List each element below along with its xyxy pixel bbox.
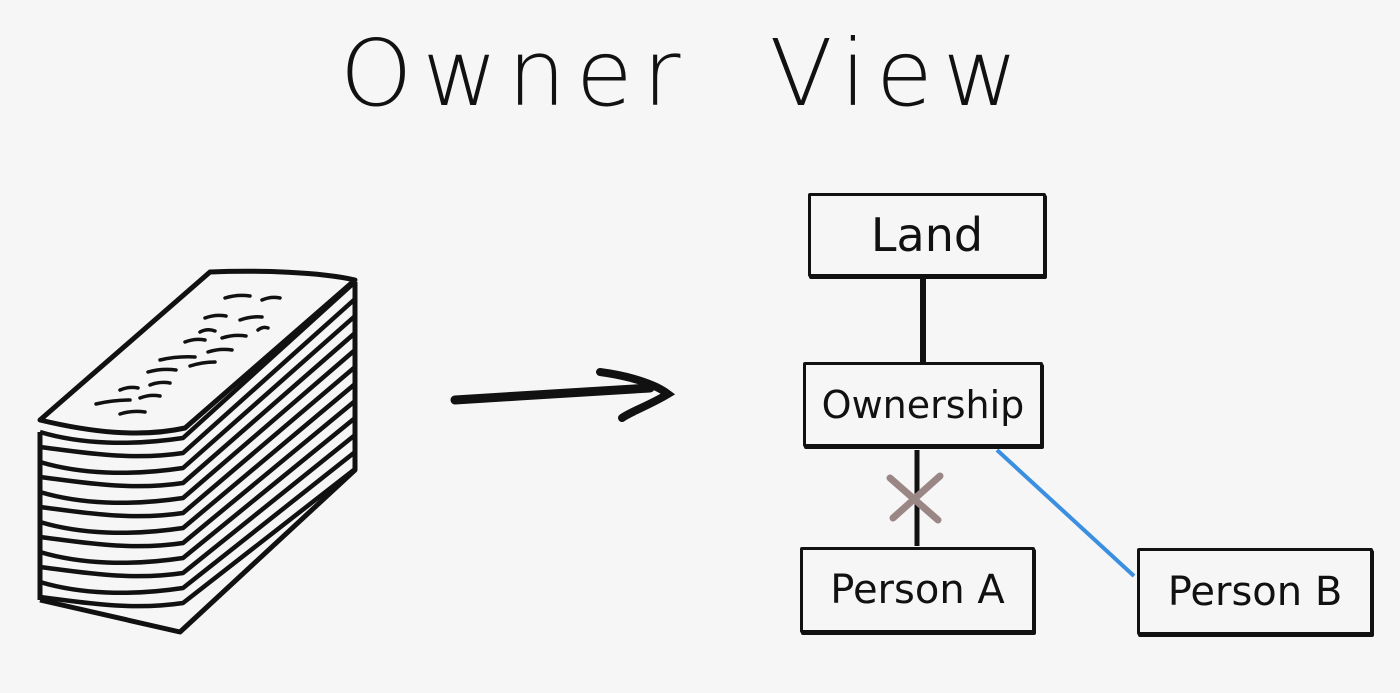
edge-ownership-person-b: [995, 448, 1136, 578]
node-ownership: Ownership: [803, 362, 1043, 447]
document-stack-icon: [37, 268, 358, 635]
node-land: Land: [808, 193, 1046, 277]
node-person-b: Person B: [1137, 548, 1373, 635]
arrow-icon: [450, 368, 676, 422]
removed-link-cross-icon: [886, 472, 944, 524]
node-person-a: Person A: [800, 547, 1035, 633]
